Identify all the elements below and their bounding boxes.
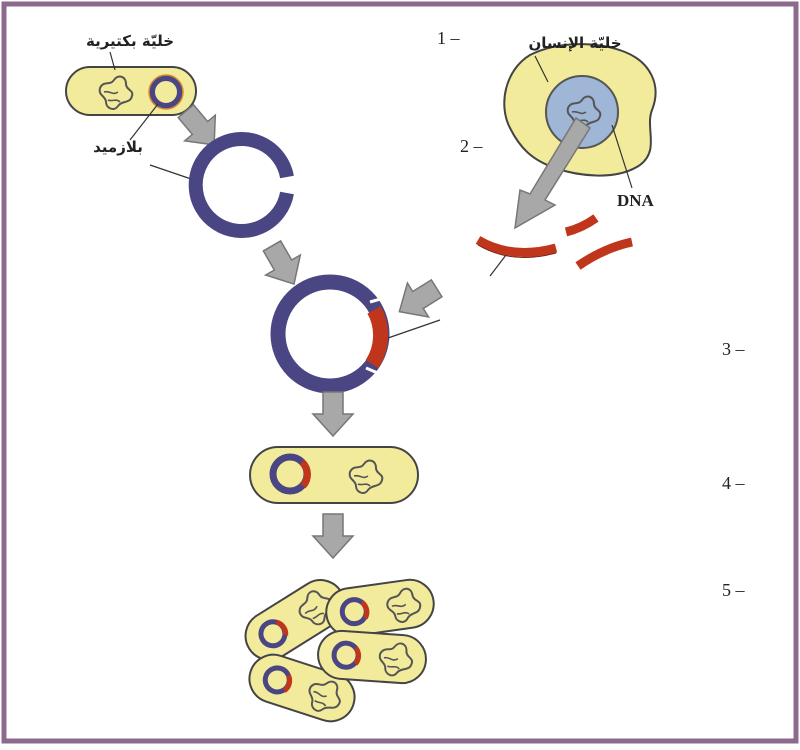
- dna-fragment-icon: [478, 218, 632, 266]
- arrow-icon: [313, 514, 353, 558]
- transformed-bacterium-icon: [323, 577, 437, 640]
- step-3-label: 3 –: [722, 339, 746, 359]
- step-1-label: 1 –: [437, 28, 461, 48]
- bacterial-cell-icon: [66, 67, 196, 115]
- dna-label: DNA: [617, 191, 655, 210]
- human-cell-icon: [504, 44, 655, 175]
- step-4-label: 4 –: [722, 473, 746, 493]
- step-5-label: 5 –: [722, 580, 746, 600]
- transformed-bacterium-icon: [316, 629, 427, 684]
- recombinant-plasmid-icon: [278, 282, 384, 386]
- arrow-icon: [313, 392, 353, 436]
- plasmid-label: بلازميد: [93, 138, 143, 156]
- human-cell-label: خليّة الإنسان: [528, 34, 621, 52]
- plasmid-ring-icon: [196, 139, 287, 231]
- recombinant-leader: [388, 320, 440, 338]
- transformed-bacterium-icon: [250, 447, 418, 503]
- dna-fragment-leader: [490, 255, 506, 276]
- bacterial-cell-label: خليّة بكتيرية: [86, 32, 174, 50]
- step-2-label: 2 –: [460, 136, 484, 156]
